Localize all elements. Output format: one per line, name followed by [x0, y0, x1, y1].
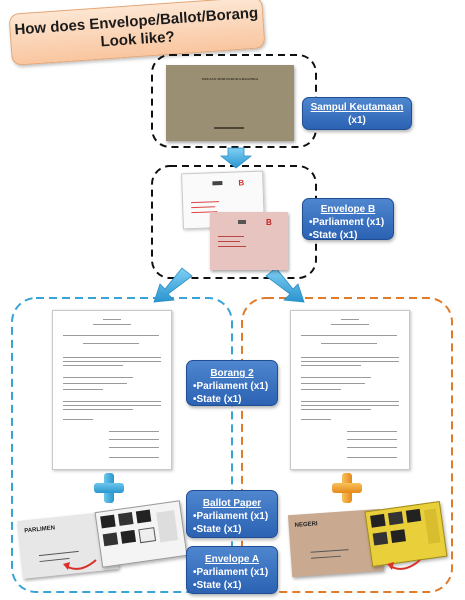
down-arrow-icon [219, 147, 253, 169]
emblem-icon [212, 181, 223, 186]
right-red-arrow-icon [387, 559, 421, 570]
borang2-item-parliament: •Parliament (x1) [193, 381, 269, 392]
sampul-envelope-image: URUSAN SERI PADUKA BAGINDA [166, 65, 294, 141]
ballot-paper-label-box: Ballot Paper •Parliament (x1) •State (x1… [186, 490, 278, 538]
sampul-title: Sampul Keutamaan [310, 102, 404, 113]
envelope-b-item-parliament: •Parliament (x1) [309, 217, 385, 228]
envelope-a-title: Envelope A [204, 554, 260, 565]
envelope-a-item-state: •State (x1) [193, 580, 242, 591]
envelope-a-label-box: Envelope A •Parliament (x1) •State (x1) [186, 546, 278, 594]
ballot-item-parliament: •Parliament (x1) [193, 511, 269, 522]
borang2-item-state: •State (x1) [193, 394, 242, 405]
parliament-ballot-paper-image [94, 500, 188, 568]
envelope-b-label-box: Envelope B •Parliament (x1) •State (x1) [302, 198, 394, 241]
ballot-paper-title: Ballot Paper [202, 498, 262, 509]
borang2-label-box: Borang 2 •Parliament (x1) •State (x1) [186, 360, 278, 406]
state-envelope-label: NEGERI [294, 521, 318, 529]
sampul-qty: (x1) [348, 115, 366, 126]
card-letter-b: B [238, 178, 245, 188]
envelope-a-item-parliament: •Parliament (x1) [193, 567, 269, 578]
orange-plus-icon [332, 473, 362, 503]
borang-document-right [290, 310, 410, 470]
left-red-arrow-icon [63, 559, 97, 570]
parliament-frame [11, 297, 233, 593]
envelope-mark [214, 127, 244, 129]
borang2-title: Borang 2 [210, 368, 254, 379]
sampul-label-box: Sampul Keutamaan (x1) [302, 97, 412, 130]
envelope-b-pink-card: B [210, 212, 288, 270]
ballot-item-state: •State (x1) [193, 524, 242, 535]
parliament-envelope-label: PARLIMEN [24, 525, 56, 535]
sampul-envelope-text: URUSAN SERI PADUKA BAGINDA [201, 77, 259, 81]
right-arrow-icon [265, 267, 305, 303]
state-frame [241, 297, 453, 593]
left-arrow-icon [153, 267, 193, 303]
emblem-icon-2 [238, 220, 246, 224]
blue-plus-icon [94, 473, 124, 503]
card-letter-b-2: B [266, 218, 272, 227]
envelope-b-title: Envelope B [320, 204, 376, 215]
envelope-b-item-state: •State (x1) [309, 230, 358, 241]
borang-document-left [52, 310, 172, 470]
